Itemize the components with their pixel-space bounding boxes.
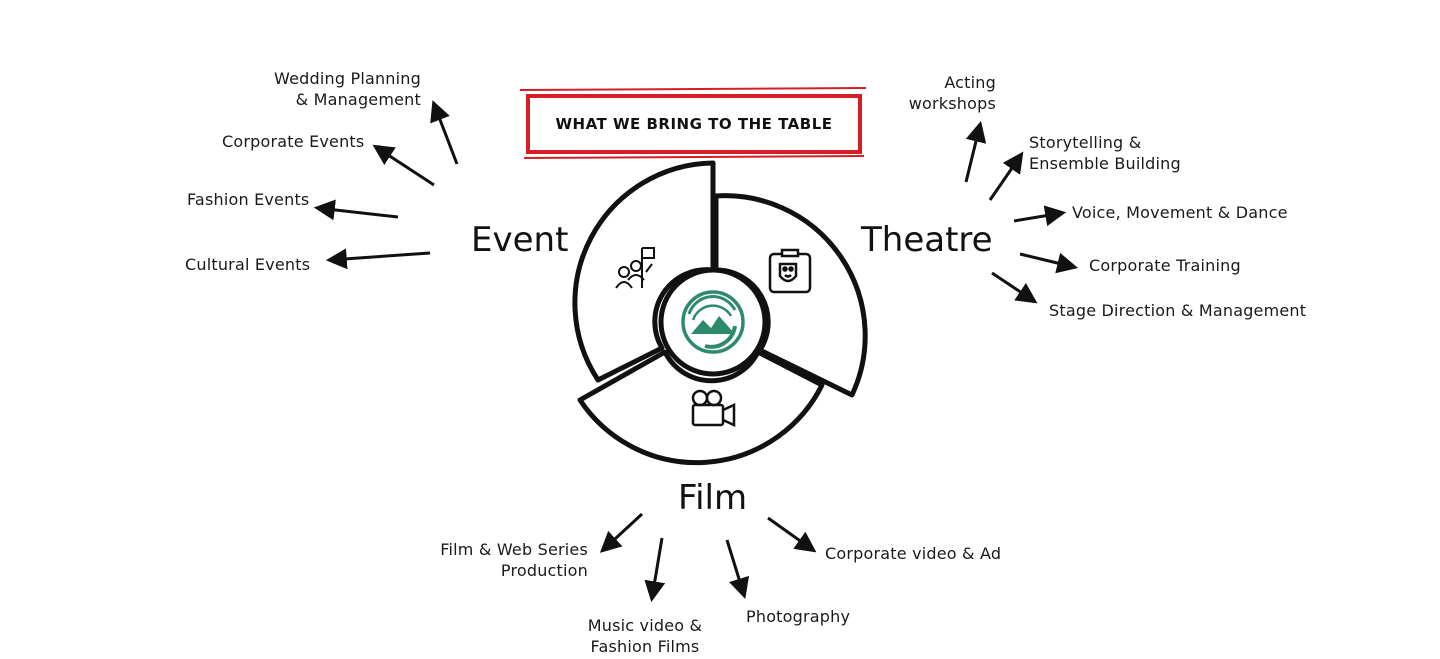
section-title: WHAT WE BRING TO THE TABLE	[555, 115, 833, 133]
film-segment[interactable]	[577, 349, 825, 466]
film-heading: Film	[678, 478, 748, 518]
film-item-photography: Photography	[746, 607, 851, 626]
pie-segments	[572, 160, 868, 466]
theatre-arrows	[964, 120, 1079, 304]
event-item-wedding: Wedding Planning & Management	[274, 69, 421, 109]
theatre-item-stage-direction: Stage Direction & Management	[1049, 301, 1307, 320]
theatre-item-corporate-training: Corporate Training	[1089, 256, 1241, 275]
theatre-item-voice: Voice, Movement & Dance	[1072, 203, 1288, 222]
company-logo-icon	[681, 290, 745, 354]
section-title-box: WHAT WE BRING TO THE TABLE	[526, 94, 862, 154]
theatre-item-acting: Acting workshops	[908, 73, 996, 113]
film-item-music-video: Music video & Fashion Films	[587, 616, 703, 656]
event-arrows	[313, 100, 459, 270]
film-item-corporate-video: Corporate video & Ad	[825, 544, 1002, 563]
theatre-masks-icon	[768, 248, 812, 294]
theatre-item-storytelling: Storytelling & Ensemble Building	[1029, 133, 1181, 173]
event-item-corporate: Corporate Events	[222, 132, 365, 151]
film-item-web-series: Film & Web Series Production	[440, 540, 588, 580]
title-brush-strokes	[519, 87, 867, 159]
event-people-flag-icon	[615, 247, 655, 289]
event-segment[interactable]	[572, 160, 716, 383]
event-item-cultural: Cultural Events	[185, 255, 311, 274]
film-arrows	[599, 512, 817, 603]
video-camera-icon	[691, 389, 736, 427]
theatre-heading: Theatre	[861, 220, 993, 260]
center-circle	[658, 267, 768, 377]
event-heading: Event	[471, 220, 569, 260]
event-item-fashion: Fashion Events	[187, 190, 310, 209]
